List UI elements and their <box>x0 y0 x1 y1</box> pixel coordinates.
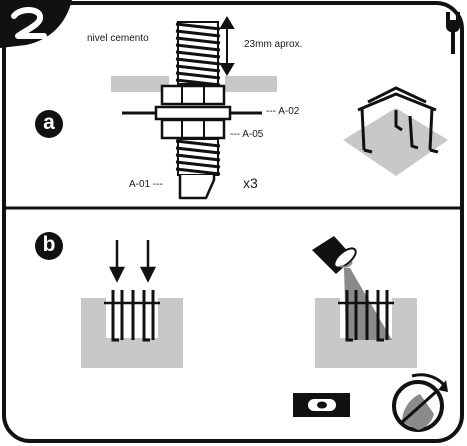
cement-slab-right <box>225 76 277 92</box>
label-cement-level: nivel cemento <box>87 33 149 44</box>
threaded-rod-upper <box>175 21 221 87</box>
pour-cement-illustration <box>312 236 417 368</box>
label-a05: --- A-05 <box>230 129 264 140</box>
anchor-template-icon <box>343 86 448 176</box>
step-number-badge <box>0 0 72 48</box>
label-a01: A-01 --- <box>129 179 163 190</box>
label-depth: 23mm aprox. <box>244 39 303 50</box>
label-a02: --- A-02 <box>266 106 300 117</box>
nut-assembly <box>122 84 262 140</box>
depth-dimension-arrow <box>219 16 235 76</box>
panel-b <box>81 236 448 432</box>
rotate-icon <box>392 373 448 432</box>
rod-bent-end-a01 <box>178 175 216 200</box>
spirit-level-icon <box>293 393 350 417</box>
panel-b-badge: b <box>35 232 63 260</box>
threaded-rod-lower <box>175 138 221 200</box>
quantity-label: x3 <box>243 175 258 191</box>
insert-rods-illustration <box>81 240 183 368</box>
wrench-icon <box>446 12 460 54</box>
bucket-pour-icon <box>312 236 357 274</box>
panel-a-badge: a <box>35 110 63 138</box>
panel-a <box>111 16 448 200</box>
cement-slab-left <box>111 76 169 92</box>
